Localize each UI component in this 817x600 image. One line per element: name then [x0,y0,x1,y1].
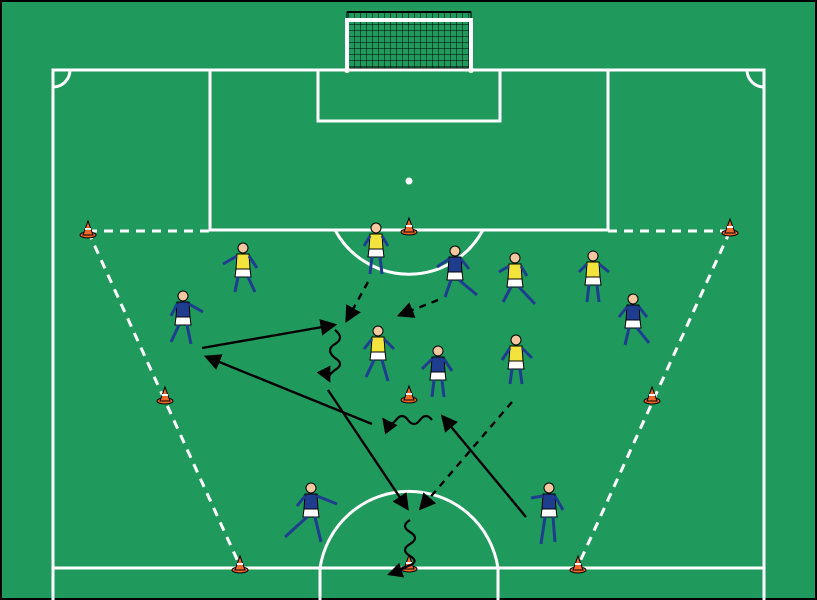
movement-arrows [201,281,527,578]
goal-net-icon [344,11,474,73]
dribble-arrow-icon [382,414,433,435]
cone-icon [231,554,249,574]
player-icon [577,250,610,303]
player-icon [617,293,651,346]
player-icon [283,482,338,543]
run-arrow-icon [396,298,439,318]
cone-icon-group [79,216,739,574]
cone-icon [569,554,587,574]
player-icon [362,222,390,275]
dribble-arrow-icon [387,519,417,578]
player-icon [169,290,204,345]
cone-icon [79,219,97,239]
player-icon [420,345,454,398]
cone-icon [156,385,174,405]
pass-arrow-icon [327,389,409,511]
player-icon [436,245,478,298]
players [169,222,651,545]
player-icon [498,252,537,306]
cone-icon [643,385,661,405]
run-arrow-icon [418,401,513,511]
cone-icon [400,384,418,404]
cone-icon [400,216,418,236]
player-icon [222,242,259,293]
dribble-arrow-icon [316,329,342,383]
player-icon [530,482,565,545]
pass-arrow-icon [440,414,527,518]
cone-icon [721,217,739,237]
player-icon [362,325,396,382]
pass-arrow-icon [201,319,338,350]
player-icon [500,334,534,385]
